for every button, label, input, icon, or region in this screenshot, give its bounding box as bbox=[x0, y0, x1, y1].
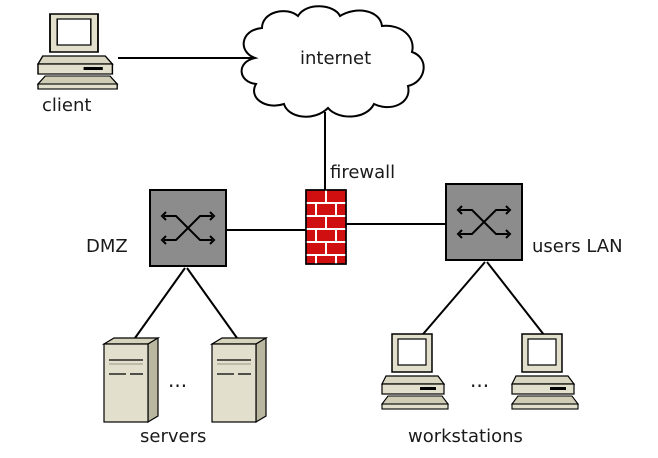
connection-lines bbox=[118, 57, 549, 346]
internet-label: internet bbox=[300, 48, 372, 69]
workstation-computer-icon bbox=[511, 333, 579, 410]
firewall-icon bbox=[305, 189, 347, 265]
workstation-computer-icon bbox=[381, 333, 449, 410]
server-icon bbox=[103, 337, 159, 423]
client-label: client bbox=[42, 95, 92, 116]
internet-cloud-icon bbox=[240, 5, 425, 118]
servers-label: servers bbox=[140, 426, 207, 447]
firewall-label: firewall bbox=[330, 162, 396, 183]
workstations-label: workstations bbox=[408, 426, 523, 447]
server-icon bbox=[211, 337, 267, 423]
servers-ellipsis: ... bbox=[168, 368, 188, 392]
workstations-ellipsis: ... bbox=[470, 368, 490, 392]
users-lan-switch-icon bbox=[445, 183, 523, 261]
client-computer-icon bbox=[37, 13, 119, 90]
users-lan-label: users LAN bbox=[532, 236, 623, 257]
dmz-switch-icon bbox=[149, 189, 227, 267]
dmz-label: DMZ bbox=[86, 236, 128, 257]
